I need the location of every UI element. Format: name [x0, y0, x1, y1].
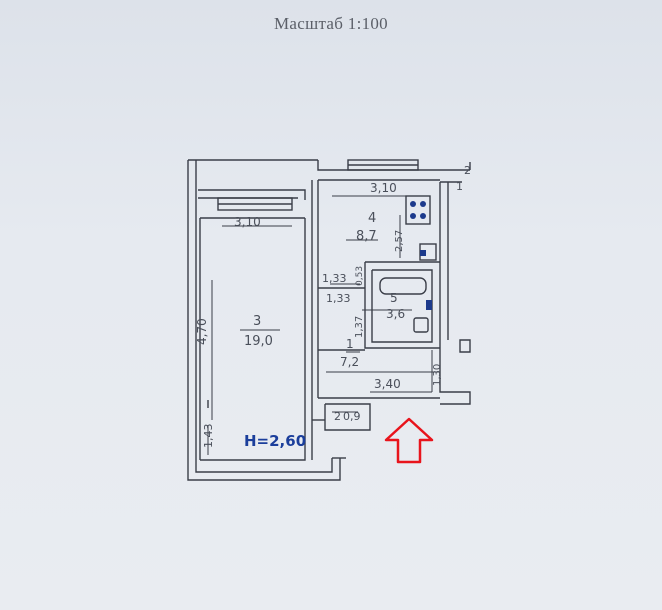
room5-number: 5 — [390, 291, 398, 305]
room2-area: 0,9 — [343, 410, 361, 423]
stove — [405, 195, 431, 225]
entrance-arrow-icon — [384, 417, 434, 464]
dim-room4-width: 3,10 — [370, 181, 397, 195]
axis-marker-1: 1 — [456, 180, 463, 193]
dim-053: 0,53 — [355, 266, 365, 286]
dim-137: 1,37 — [354, 316, 365, 338]
dimension-lines — [207, 195, 440, 455]
window-room4 — [347, 159, 419, 171]
axis-marker-2: 2 — [464, 164, 471, 177]
dim-room3-width: 3,10 — [234, 215, 261, 229]
sink — [413, 317, 429, 333]
outer-walls — [187, 159, 471, 481]
ceiling-height: H=2,60 — [244, 432, 306, 450]
bathtub — [379, 277, 427, 295]
dim-room3-length: 4,70 — [195, 318, 209, 345]
inner-walls — [199, 179, 440, 461]
window-room3 — [217, 197, 293, 211]
room4-area: 8,7 — [356, 229, 377, 244]
room1-area: 7,2 — [340, 355, 359, 369]
room2-number: 2 — [334, 410, 341, 423]
room1-number: 1 — [346, 337, 354, 351]
dim-133-b: 1,33 — [326, 292, 351, 305]
dim-room3-bottom: 1,43 — [202, 424, 215, 449]
room3-number: 3 — [253, 314, 261, 329]
scale-title: Масштаб 1:100 — [273, 14, 388, 33]
room3-area: 19,0 — [244, 334, 273, 349]
dim-133-a: 1,33 — [322, 272, 347, 285]
stove-burners — [410, 201, 426, 219]
dim-hall-width: 3,40 — [374, 377, 401, 391]
room4-number: 4 — [368, 211, 376, 226]
dim-room4-depth: 2,57 — [394, 230, 405, 252]
room5-area: 3,6 — [386, 307, 405, 321]
dim-hall-side: 1,30 — [432, 364, 443, 386]
